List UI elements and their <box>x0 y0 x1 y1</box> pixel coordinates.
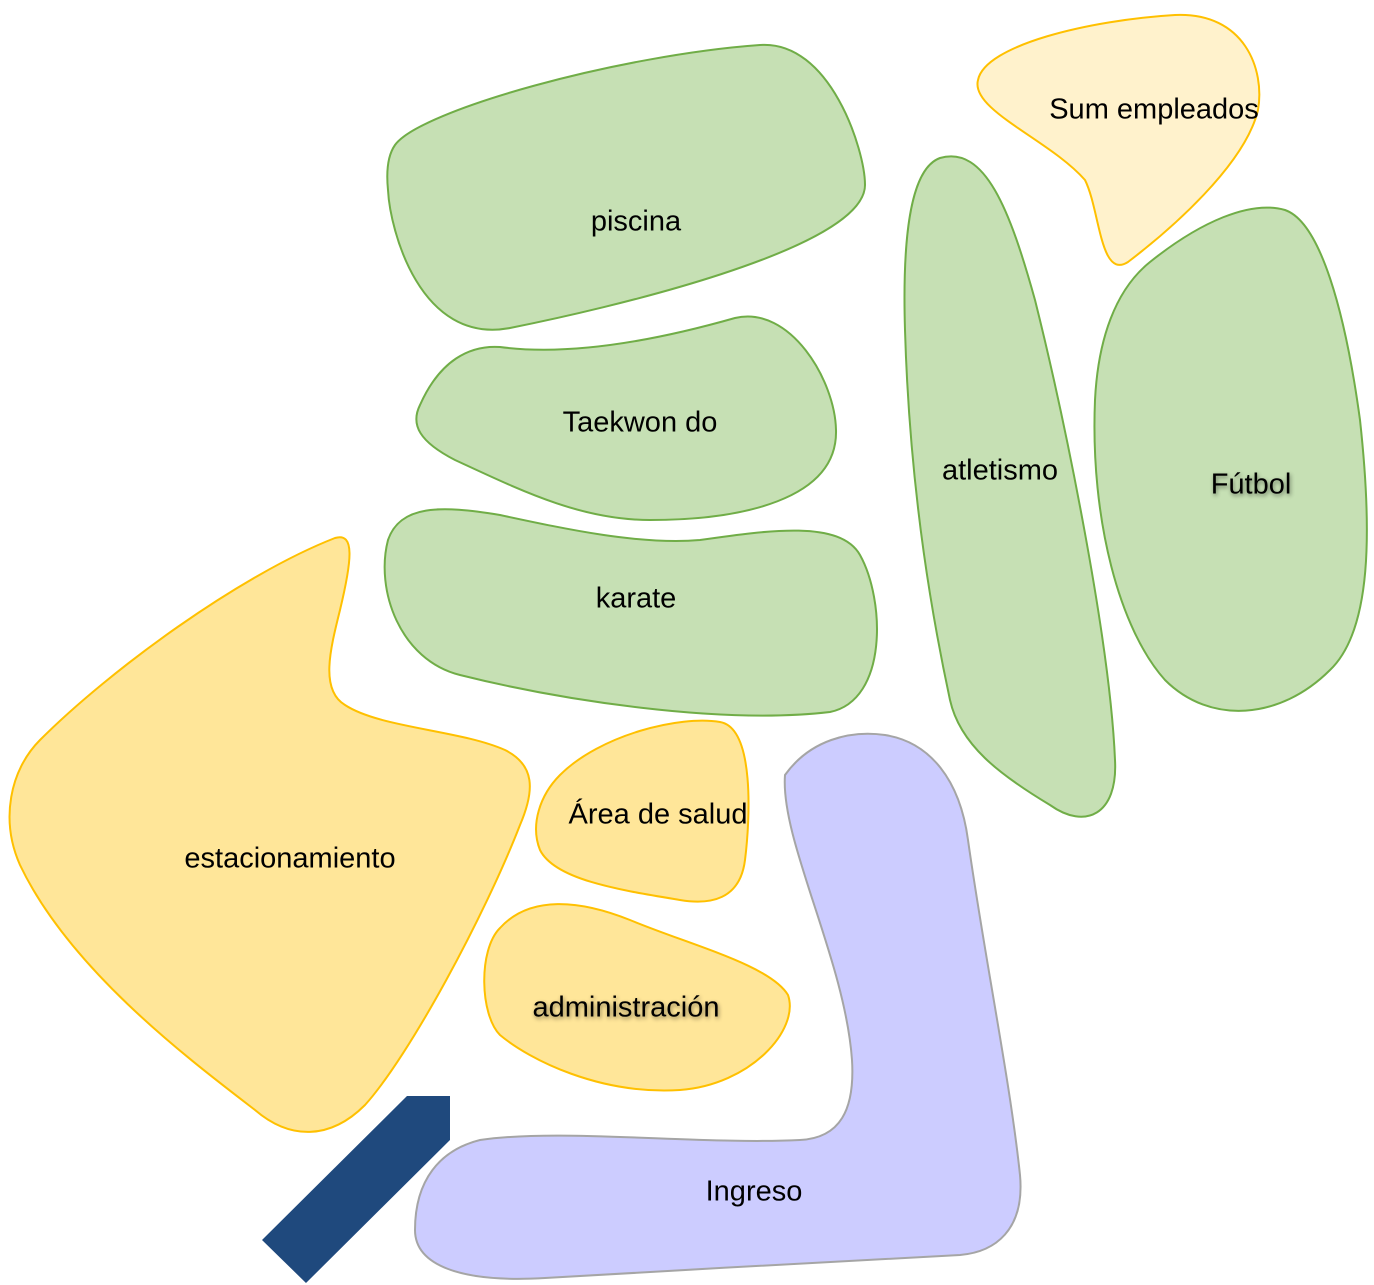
zone-karate-shape <box>383 508 878 717</box>
zone-administracion: administración <box>483 903 791 1092</box>
zone-karate: karate <box>383 508 878 717</box>
zone-karate-label: karate <box>596 583 677 615</box>
zone-administracion-label: administración <box>533 992 720 1024</box>
zone-estacionamiento: estacionamiento <box>8 536 531 1133</box>
zone-estacionamiento-shape <box>8 536 531 1133</box>
zone-ingreso: Ingreso <box>413 732 1022 1280</box>
zone-taekwondo-shape <box>415 315 838 522</box>
zone-area-salud-shape <box>535 719 750 903</box>
entrance-arrow <box>262 1096 450 1283</box>
zone-futbol-label: Fútbol <box>1211 469 1292 501</box>
arrow-up-right-icon <box>262 1096 450 1283</box>
zone-piscina-label: piscina <box>591 206 682 238</box>
zone-sum-empleados-label: Sum empleados <box>1049 94 1259 126</box>
zone-sum-empleados: Sum empleados <box>976 13 1261 266</box>
zone-ingreso-shape <box>413 732 1022 1280</box>
zone-atletismo-shape <box>903 155 1117 818</box>
zone-estacionamiento-label: estacionamiento <box>184 843 395 875</box>
zone-ingreso-label: Ingreso <box>706 1176 803 1208</box>
zone-taekwondo-label: Taekwon do <box>563 407 718 439</box>
zone-atletismo: atletismo <box>903 155 1117 818</box>
zone-piscina-shape <box>386 43 867 331</box>
zone-sum-empleados-shape <box>976 13 1261 266</box>
zone-taekwondo: Taekwon do <box>415 315 838 522</box>
zone-piscina: piscina <box>386 43 867 331</box>
zone-administracion-shape <box>483 903 791 1092</box>
zone-area-salud-label: Área de salud <box>569 798 748 831</box>
zone-futbol-shape <box>1093 206 1368 712</box>
zone-futbol: Fútbol <box>1093 206 1368 712</box>
zone-atletismo-label: atletismo <box>942 455 1058 487</box>
zone-area-salud: Área de salud <box>535 719 750 903</box>
